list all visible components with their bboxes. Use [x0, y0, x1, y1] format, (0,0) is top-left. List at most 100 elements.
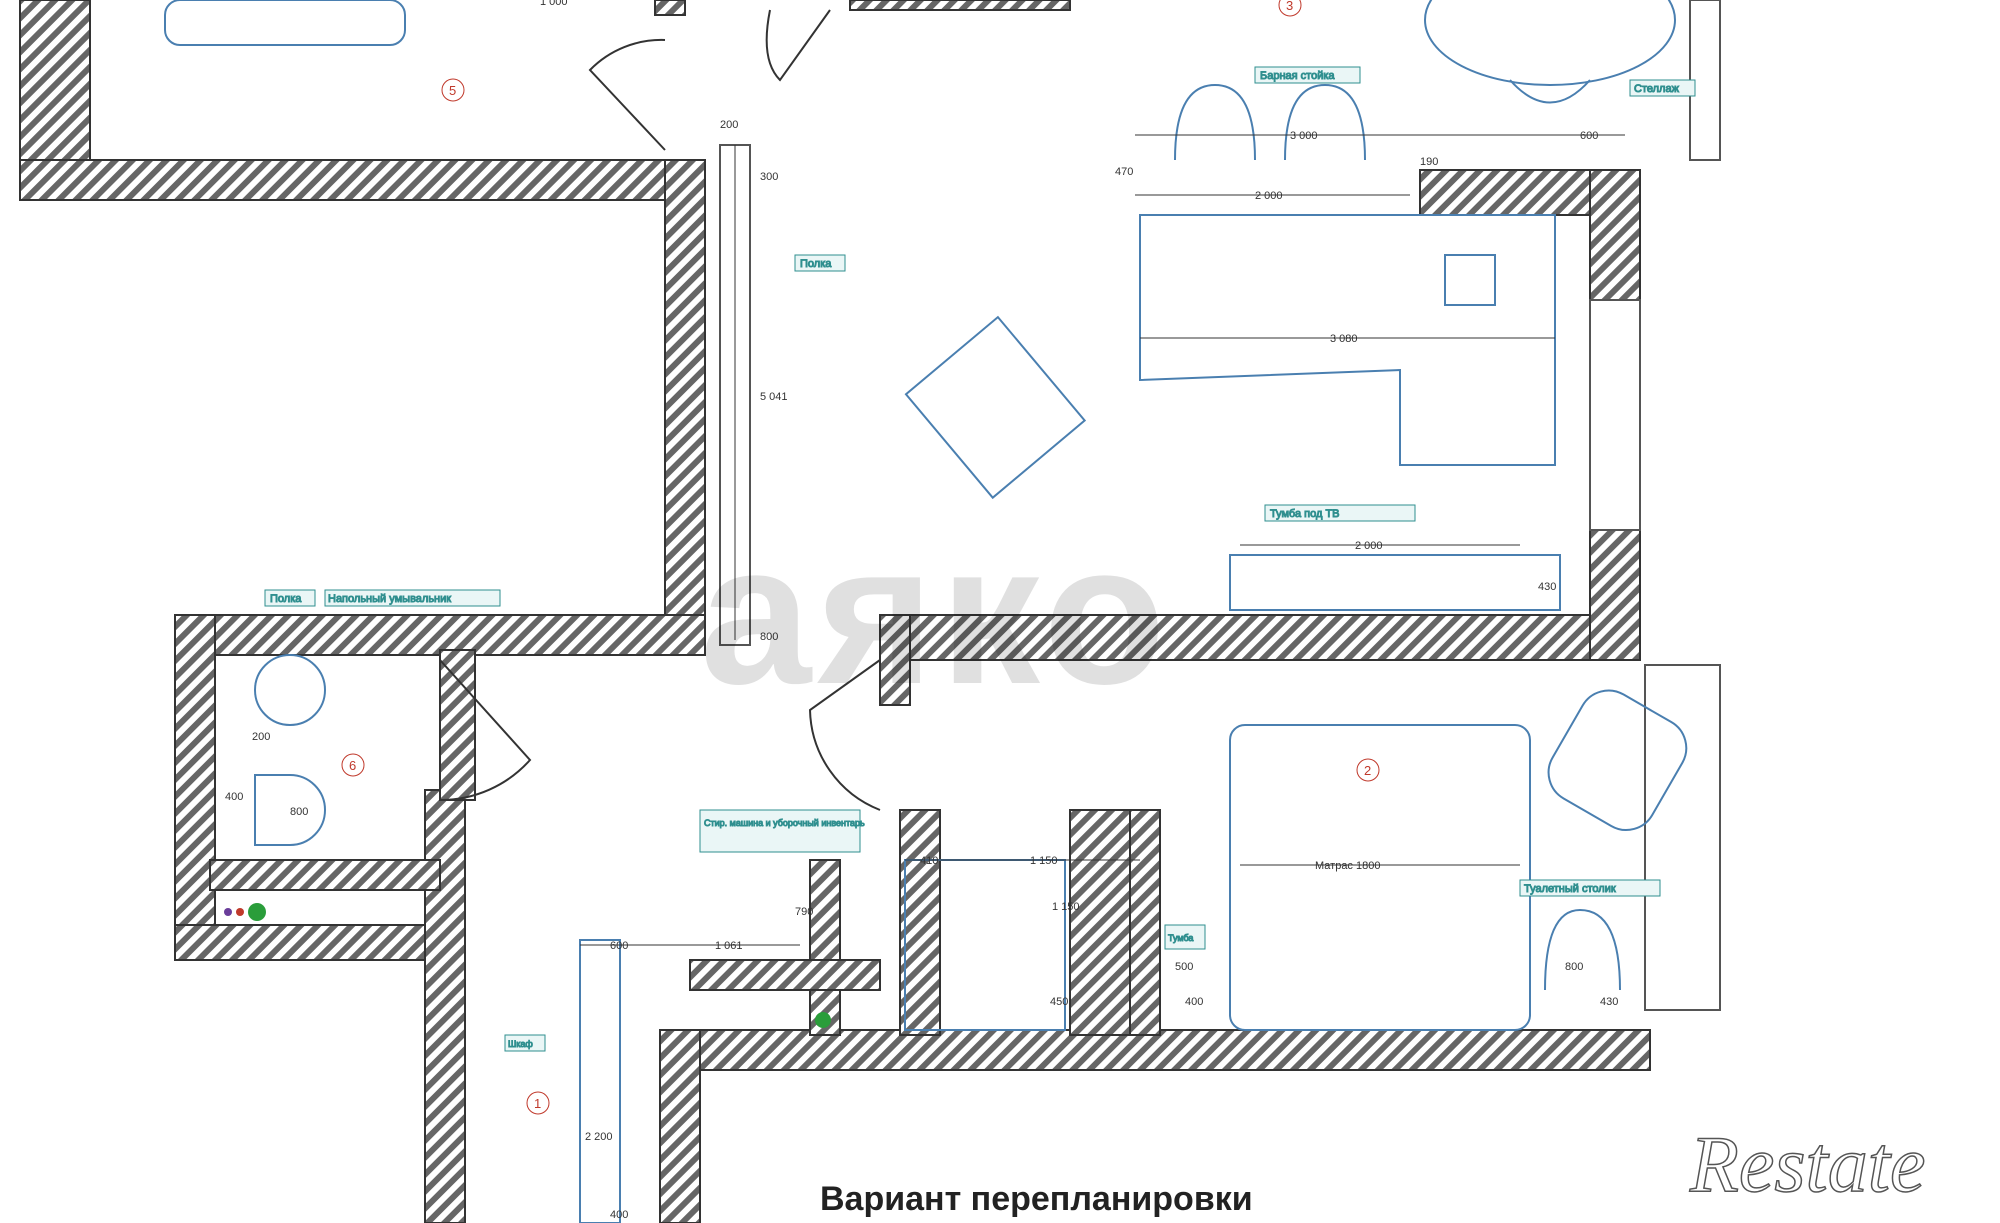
dimension: 400 — [610, 1209, 628, 1221]
room-number: 1 — [534, 1096, 541, 1111]
watermark: аяко — [700, 503, 1172, 726]
double-bed — [1229, 724, 1531, 1031]
wall — [1129, 809, 1161, 1036]
door[interactable] — [588, 38, 666, 151]
dimension: 800 — [760, 631, 778, 643]
label-tv-stand: Тумба под ТВ — [1270, 508, 1340, 520]
room-number: 3 — [1286, 0, 1293, 13]
dimension: 600 — [1580, 130, 1598, 142]
wall — [1589, 529, 1641, 661]
wall — [654, 0, 686, 16]
callouts: Барная стойка Стеллаж Полка Тумба под ТВ… — [264, 66, 1696, 1052]
pipe — [236, 908, 244, 916]
dimension: 2 000 — [1255, 190, 1283, 202]
bed-room-5 — [164, 0, 406, 46]
dimension: 800 — [1565, 961, 1583, 973]
armchair — [904, 315, 1087, 500]
tv-stand — [1229, 554, 1561, 611]
door[interactable] — [765, 9, 831, 82]
bar-stool — [1284, 83, 1366, 161]
dimension: 790 — [795, 906, 813, 918]
dimension: 800 — [290, 806, 308, 818]
label-shelf: Стеллаж — [1634, 83, 1680, 95]
wall — [19, 159, 671, 201]
walls — [19, 0, 1651, 1223]
wall — [879, 614, 1601, 661]
corner-sofa — [1139, 214, 1556, 466]
dimension: 600 — [610, 940, 628, 952]
label-shelf: Полка — [800, 258, 832, 270]
dimension: 3 080 — [1330, 333, 1358, 345]
label-laundry: Стир. машина и уборочный инвентарь — [704, 818, 865, 828]
dimension: 300 — [760, 171, 778, 183]
dimension: 1 150 — [1052, 901, 1080, 913]
wall — [174, 614, 706, 656]
furniture — [164, 0, 1688, 1223]
vanity-stool — [1544, 908, 1621, 991]
sink — [254, 654, 326, 726]
dimension: 2 000 — [1355, 540, 1383, 552]
dimension: 430 — [1600, 996, 1618, 1008]
pipe — [815, 1012, 831, 1028]
dimension: Матрас 1800 — [1315, 860, 1380, 872]
pipes — [224, 903, 831, 1028]
wall — [424, 789, 466, 1223]
label-bedside: Тумба — [1168, 933, 1193, 943]
chair — [1509, 79, 1591, 104]
dimension-lines — [580, 134, 1625, 946]
wall — [439, 649, 476, 801]
wall — [1069, 809, 1131, 1036]
dimension: 190 — [1420, 156, 1438, 168]
dimension: 2 200 — [585, 1131, 613, 1143]
window — [1589, 299, 1641, 531]
toilet — [254, 774, 326, 846]
room-number: 6 — [349, 758, 356, 773]
label-wardrobe: Шкаф — [508, 1039, 533, 1049]
dimension: 3 000 — [1290, 130, 1318, 142]
dimension: 5 041 — [760, 391, 788, 403]
room-numbers: 5 3 2 6 1 — [341, 0, 1380, 1115]
wall — [174, 924, 461, 961]
pipe — [224, 908, 232, 916]
brand-logo: Restate — [1689, 1120, 1926, 1210]
wall — [899, 809, 941, 1036]
plan-title: Вариант перепланировки — [820, 1180, 1253, 1218]
doors — [439, 9, 881, 811]
dimension: 430 — [1538, 581, 1556, 593]
dimension: 450 — [1050, 996, 1068, 1008]
wardrobe — [579, 939, 621, 1223]
dimension: 410 — [920, 855, 938, 867]
dimension: 500 — [1175, 961, 1193, 973]
dimension: 470 — [1115, 166, 1133, 178]
wall — [879, 614, 911, 706]
armchair — [1547, 689, 1688, 831]
dimension: 1 000 — [540, 0, 568, 8]
wall — [689, 959, 881, 991]
door[interactable] — [439, 659, 532, 802]
label-bar: Барная стойка — [1260, 70, 1335, 82]
balcony-window — [1644, 664, 1721, 1011]
wall — [174, 614, 216, 961]
wall — [659, 1029, 701, 1223]
label-shelf: Полка — [270, 593, 302, 605]
pipe — [248, 903, 266, 921]
wall — [664, 159, 706, 621]
bar-stool — [1174, 83, 1256, 161]
room-number: 2 — [1364, 763, 1371, 778]
dimension: 200 — [252, 731, 270, 743]
dimension: 1 150 — [1030, 855, 1058, 867]
wall — [849, 0, 1071, 11]
dimension: 400 — [225, 791, 243, 803]
wall — [1589, 169, 1641, 301]
cushion — [1444, 254, 1496, 306]
room-number: 5 — [449, 83, 456, 98]
door[interactable] — [808, 659, 881, 811]
label-sink: Напольный умывальник — [328, 593, 451, 605]
dining-table — [1424, 0, 1676, 86]
dimension: 400 — [1185, 996, 1203, 1008]
wall — [209, 859, 441, 891]
dimension: 200 — [720, 119, 738, 131]
wall — [809, 859, 841, 1036]
